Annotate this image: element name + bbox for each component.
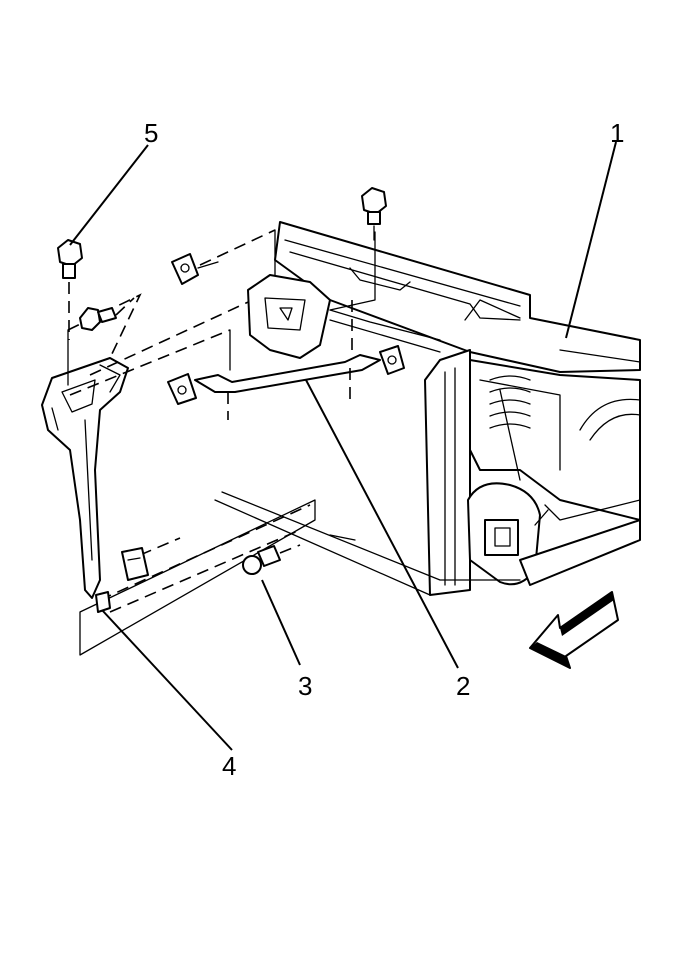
bolt-3: [242, 544, 301, 575]
leader-4: [101, 609, 233, 751]
lower-panel-outline: [79, 499, 316, 656]
lower-clip-nut: [121, 547, 149, 581]
callout-4: 4: [222, 751, 236, 781]
bolt-top-left: [57, 239, 83, 340]
leader-1: [565, 141, 617, 339]
radiator-support-frame: [214, 221, 641, 596]
callout-1: 1: [610, 118, 624, 148]
brace-left-clip-nut: [167, 373, 197, 405]
leader-2: [305, 379, 459, 669]
front-direction-arrow-icon: [529, 591, 619, 669]
left-fender-bracket: [41, 357, 129, 599]
leader-3: [261, 579, 301, 666]
leader-5: [69, 144, 149, 246]
bolt-top-center: [361, 187, 387, 241]
bolt-side: [79, 297, 135, 331]
upper-left-clip-nut: [171, 253, 219, 285]
callout-2: 2: [456, 671, 470, 701]
callout-3: 3: [298, 671, 312, 701]
coil-spring: [489, 375, 531, 429]
leader-lines: [69, 141, 617, 751]
brace-rod: [194, 231, 381, 420]
brace-right-clip-nut: [379, 345, 405, 375]
callout-5: 5: [144, 118, 158, 148]
hood-latch-bracket: [247, 274, 441, 359]
